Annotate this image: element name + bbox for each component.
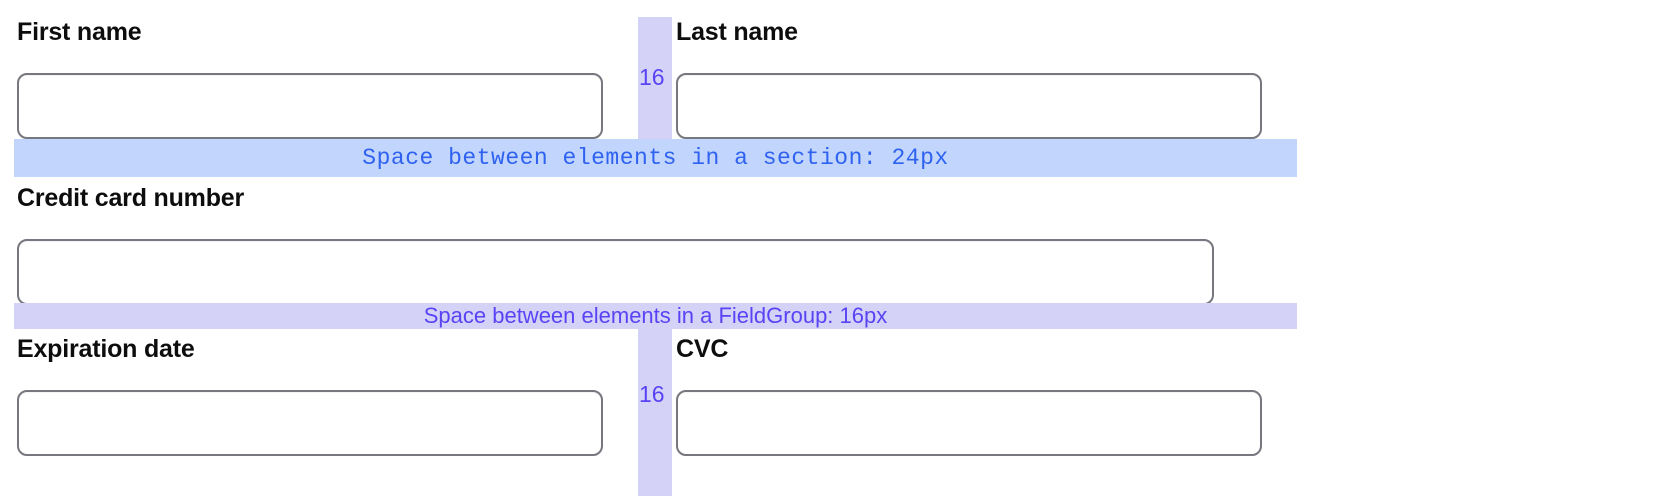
field-credit-card-number: Credit card number xyxy=(0,183,1297,305)
annotation-band-section: Space between elements in a section: 24p… xyxy=(14,139,1297,177)
label-cvc: CVC xyxy=(676,335,729,363)
label-expiration-date: Expiration date xyxy=(17,335,195,363)
gap-strip-expiry-cvc-row: 16 xyxy=(638,329,672,496)
label-last-name: Last name xyxy=(676,18,798,46)
annotation-band-fieldgroup: Space between elements in a FieldGroup: … xyxy=(14,303,1297,329)
input-first-name[interactable] xyxy=(17,73,603,139)
annotation-band-fieldgroup-text: Space between elements in a FieldGroup: … xyxy=(423,303,888,328)
label-first-name: First name xyxy=(17,18,142,46)
field-first-name: First name xyxy=(0,17,638,139)
gap-value-name-row: 16 xyxy=(639,64,665,90)
input-expiration-date[interactable] xyxy=(17,390,603,456)
input-cvc[interactable] xyxy=(676,390,1262,456)
field-expiration-date: Expiration date xyxy=(0,329,638,496)
field-last-name: Last name xyxy=(672,17,1297,139)
annotation-band-section-text: Space between elements in a section: 24p… xyxy=(362,145,949,171)
field-cvc: CVC xyxy=(672,329,1297,496)
field-row-expiry-cvc: Expiration date 16 CVC xyxy=(0,329,1297,496)
input-credit-card-number[interactable] xyxy=(17,239,1214,305)
gap-strip-name-row: 16 xyxy=(638,17,672,139)
field-row-name: First name 16 Last name xyxy=(0,17,1297,139)
input-last-name[interactable] xyxy=(676,73,1262,139)
gap-value-expiry-cvc-row: 16 xyxy=(639,381,665,407)
label-credit-card-number: Credit card number xyxy=(17,184,245,212)
